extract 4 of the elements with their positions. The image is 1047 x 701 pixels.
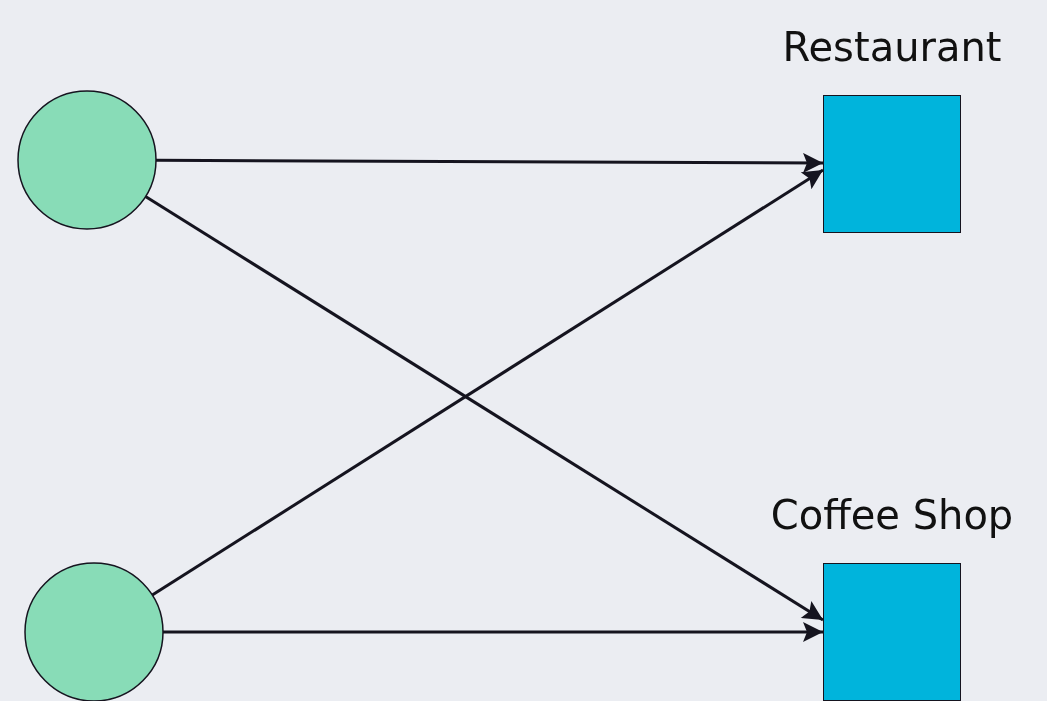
node-label: Coffee Shop bbox=[769, 493, 1015, 537]
arrow bbox=[163, 622, 823, 642]
node-label: Restaurant bbox=[781, 25, 1003, 69]
arrow bbox=[156, 152, 823, 173]
